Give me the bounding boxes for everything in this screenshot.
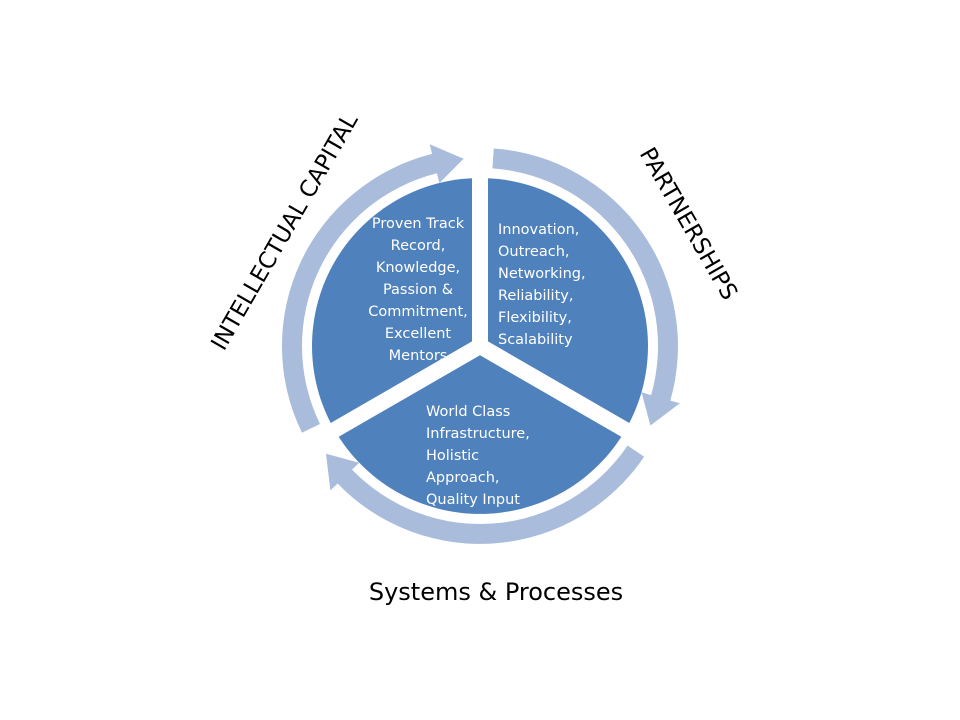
segment-partnerships <box>488 178 648 423</box>
segment-line: Networking, <box>498 266 586 282</box>
segment-line: Innovation, <box>498 222 580 238</box>
arrow-intellectual-capital <box>281 144 464 433</box>
segment-line: Excellent <box>384 326 452 342</box>
segment-line: Commitment, <box>368 304 468 320</box>
arrow-partnerships <box>492 148 680 426</box>
segment-line: Holistic <box>426 448 480 464</box>
segment-line: Mentors <box>388 348 448 364</box>
segment-line: Flexibility, <box>498 310 572 326</box>
segment-line: Scalability <box>498 332 573 348</box>
segment-line: Infrastructure, <box>426 426 530 442</box>
segment-systems-processes <box>338 355 622 514</box>
arrow-systems-processes <box>326 445 645 544</box>
segment-line: Approach, <box>426 470 500 486</box>
segment-line: Reliability, <box>498 288 574 304</box>
segment-text-partnerships: Innovation, Outreach, Networking, Reliab… <box>498 219 618 351</box>
segment-line: Outreach, <box>498 244 570 260</box>
segment-line: Record, <box>390 238 446 254</box>
cycle-arrows <box>281 144 680 544</box>
systems-processes-label: Systems & Processes <box>368 578 624 606</box>
segment-line: Knowledge, <box>375 260 461 276</box>
segment-line: Passion & <box>382 282 454 298</box>
segment-text-intellectual-capital: Proven Track Record, Knowledge, Passion … <box>358 213 478 367</box>
cycle-segments <box>312 178 648 514</box>
segment-line: Proven Track <box>371 216 465 232</box>
segment-text-systems-processes: World Class Infrastructure, Holistic App… <box>426 401 576 511</box>
segment-line: World Class <box>426 404 511 420</box>
segment-intellectual-capital <box>312 178 472 423</box>
segment-line: Quality Input <box>426 492 520 508</box>
